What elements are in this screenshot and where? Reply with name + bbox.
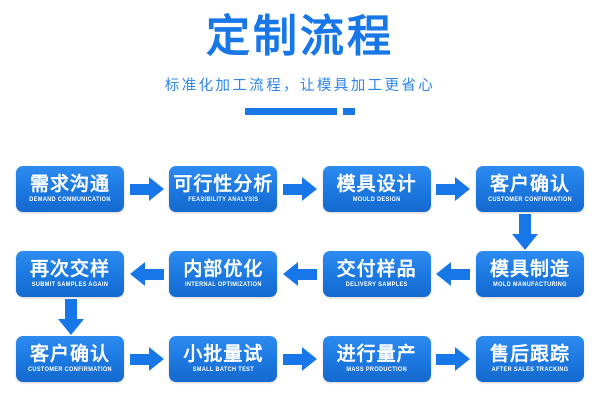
flow-node-label-en: MOLD MANUFACTURING (493, 282, 567, 289)
flow-node-small-batch-test[interactable]: 小批量试 SMALL BATCH TEST (169, 336, 278, 382)
flow-node-label-en: DELIVERY SAMPLES (345, 282, 408, 289)
flow-node-label-en: FEASIBILITY ANALYSIS (188, 197, 259, 204)
flow-node-label-en: DEMAND COMMUNICATION (29, 197, 111, 204)
flow-node-label-cn: 模具制造 (490, 258, 571, 280)
flow-node-label-cn: 交付样品 (336, 258, 417, 280)
divider-bar (245, 108, 337, 116)
flow-row-2: 再次交样 SUBMIT SAMPLES AGAIN 内部优化 INTERNAL … (0, 250, 600, 298)
flow-node-delivery-samples[interactable]: 交付样品 DELIVERY SAMPLES (322, 251, 431, 297)
arrow-right-icon (129, 347, 165, 371)
flow-node-internal-optimization[interactable]: 内部优化 INTERNAL OPTIMIZATION (169, 251, 278, 297)
arrow-left-icon (282, 262, 318, 286)
page-title: 定制流程 (206, 12, 394, 61)
flow-node-label-cn: 小批量试 (183, 343, 264, 365)
flow-node-mould-design[interactable]: 模具设计 MOULD DESIGN (322, 166, 431, 212)
flow-node-label-en: MASS PRODUCTION (346, 367, 407, 374)
flow-node-feasibility-analysis[interactable]: 可行性分析 FEASIBILITY ANALYSIS (169, 166, 278, 212)
arrow-right-icon (282, 347, 318, 371)
divider-square (343, 108, 355, 116)
title-divider (0, 108, 600, 116)
flow-node-label-en: SUBMIT SAMPLES AGAIN (31, 282, 109, 289)
flow-row-1: 需求沟通 DEMAND COMMUNICATION 可行性分析 FEASIBIL… (0, 165, 600, 213)
flow-row-3: 客户确认 CUSTOMER CONFIRMATION 小批量试 SMALL BA… (0, 335, 600, 383)
flow-node-label-en: SMALL BATCH TEST (192, 367, 254, 374)
arrow-left-icon (129, 262, 165, 286)
flow-node-label-cn: 需求沟通 (29, 173, 110, 195)
arrow-right-icon (282, 177, 318, 201)
flow-node-mold-manufacturing[interactable]: 模具制造 MOLD MANUFACTURING (476, 251, 585, 297)
flow-node-label-cn: 客户确认 (29, 343, 110, 365)
page-header: 定制流程 标准化加工流程，让模具加工更省心 (0, 0, 600, 116)
flow-node-label-cn: 售后跟踪 (490, 343, 571, 365)
flow-node-label-en: CUSTOMER CONFIRMATION (28, 367, 112, 374)
arrow-right-icon (435, 177, 471, 201)
flow-node-label-en: INTERNAL OPTIMIZATION (184, 282, 262, 289)
flow-node-customer-confirmation-1[interactable]: 客户确认 CUSTOMER CONFIRMATION (476, 166, 585, 212)
arrow-right-icon (435, 347, 471, 371)
arrow-right-icon (129, 177, 165, 201)
flow-node-after-sales-tracking[interactable]: 售后跟踪 AFTER SALES TRACKING (476, 336, 585, 382)
flow-node-label-cn: 模具设计 (336, 173, 417, 195)
flow-node-mass-production[interactable]: 进行量产 MASS PRODUCTION (322, 336, 431, 382)
arrow-down-icon-row2-to-row3 (58, 299, 84, 335)
flow-node-submit-samples-again[interactable]: 再次交样 SUBMIT SAMPLES AGAIN (16, 251, 124, 297)
flow-node-label-en: CUSTOMER CONFIRMATION (488, 197, 572, 204)
flow-node-customer-confirmation-2[interactable]: 客户确认 CUSTOMER CONFIRMATION (16, 336, 124, 382)
flow-node-label-cn: 内部优化 (183, 258, 264, 280)
process-flow-diagram: 需求沟通 DEMAND COMMUNICATION 可行性分析 FEASIBIL… (0, 150, 600, 401)
arrow-left-icon (435, 262, 471, 286)
page-subtitle: 标准化加工流程，让模具加工更省心 (164, 78, 436, 95)
flow-node-label-cn: 可行性分析 (173, 173, 274, 195)
flow-node-label-en: MOULD DESIGN (352, 197, 401, 204)
flow-node-demand-communication[interactable]: 需求沟通 DEMAND COMMUNICATION (16, 166, 124, 212)
arrow-down-icon-row1-to-row2 (512, 214, 538, 250)
flow-node-label-en: AFTER SALES TRACKING (491, 367, 569, 374)
flow-node-label-cn: 客户确认 (490, 173, 571, 195)
flow-node-label-cn: 进行量产 (336, 343, 417, 365)
flow-node-label-cn: 再次交样 (29, 258, 110, 280)
